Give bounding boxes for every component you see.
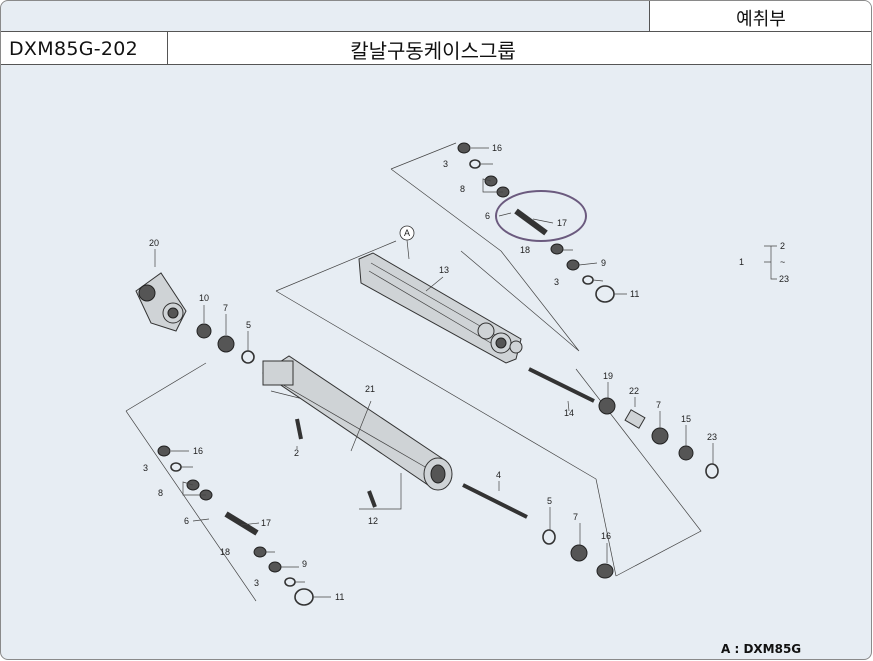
label-8-bottom: 8 [158, 488, 163, 498]
label-2-lower: 2 [294, 448, 299, 458]
bearings-and-seals [157, 142, 719, 606]
model-code: DXM85G-202 [9, 38, 139, 60]
highlight-ellipse [495, 190, 587, 242]
part-13-drive-case [358, 252, 523, 364]
label-19: 19 [603, 371, 613, 381]
label-11-top: 11 [630, 289, 639, 299]
label-3-mid: 3 [554, 277, 559, 287]
label-22: 22 [629, 386, 639, 396]
label-6-top: 6 [485, 211, 490, 221]
label-1: 1 [739, 257, 744, 267]
label-17-top: 17 [557, 218, 567, 228]
part-4-shaft [462, 483, 528, 519]
section-box: 예취부 [649, 1, 871, 31]
title-divider [167, 32, 168, 64]
label-14: 14 [564, 408, 574, 418]
label-9-top: 9 [601, 258, 606, 268]
label-7-lower: 7 [573, 512, 578, 522]
label-5-left: 5 [246, 320, 251, 330]
label-7-right: 7 [656, 400, 661, 410]
label-16-bottom: 16 [193, 446, 203, 456]
part-20-housing [135, 272, 187, 332]
label-23-right: 23 [779, 274, 789, 284]
label-21: 21 [365, 384, 375, 394]
part-14-shaft [528, 367, 595, 403]
label-23-lower: 23 [707, 432, 717, 442]
label-2-right: 2 [780, 241, 785, 251]
part-17-nozzle-bottom [224, 511, 259, 536]
label-3-top: 3 [443, 159, 448, 169]
label-3-lowest: 3 [254, 578, 259, 588]
section-label: 예취부 [736, 9, 786, 30]
label-8-top: 8 [460, 184, 465, 194]
assembly-guide-lines [125, 142, 702, 602]
label-5-lower: 5 [547, 496, 552, 506]
label-20: 20 [149, 238, 159, 248]
leader-lines [154, 147, 777, 598]
part-2-bolt [295, 418, 303, 440]
callout-a-label: A [404, 228, 410, 238]
label-17-bottom: 17 [261, 518, 271, 528]
group-title: 칼날구동케이스그룹 [350, 39, 516, 63]
variant-note: A : DXM85G [721, 642, 802, 656]
label-7-left: 7 [223, 303, 228, 313]
label-6-bottom: 6 [184, 516, 189, 526]
label-12: 12 [368, 516, 378, 526]
label-13: 13 [439, 265, 449, 275]
label-range: ~ [780, 257, 785, 267]
label-11-bottom: 11 [335, 592, 344, 602]
label-10: 10 [199, 293, 209, 303]
label-9-bottom: 9 [302, 559, 307, 569]
part-number-labels: 16 3 8 6 17 18 9 3 11 2 ~ 1 23 13 20 10 … [143, 143, 789, 602]
label-15: 15 [681, 414, 691, 424]
label-18-bottom: 18 [220, 547, 230, 557]
label-3-bottom: 3 [143, 463, 148, 473]
label-4: 4 [496, 470, 501, 480]
label-16-lower: 16 [601, 531, 611, 541]
title-bar: DXM85G-202 칼날구동케이스그룹 [1, 31, 871, 65]
part-12-bolt [367, 490, 377, 508]
label-16-top: 16 [492, 143, 502, 153]
label-18-top: 18 [520, 245, 530, 255]
part-17-nozzle-top [514, 208, 548, 236]
exploded-parts-diagram: A 16 3 8 6 17 18 9 3 11 2 ~ 1 23 13 20 [125, 142, 789, 606]
part-21-tube [262, 355, 453, 491]
